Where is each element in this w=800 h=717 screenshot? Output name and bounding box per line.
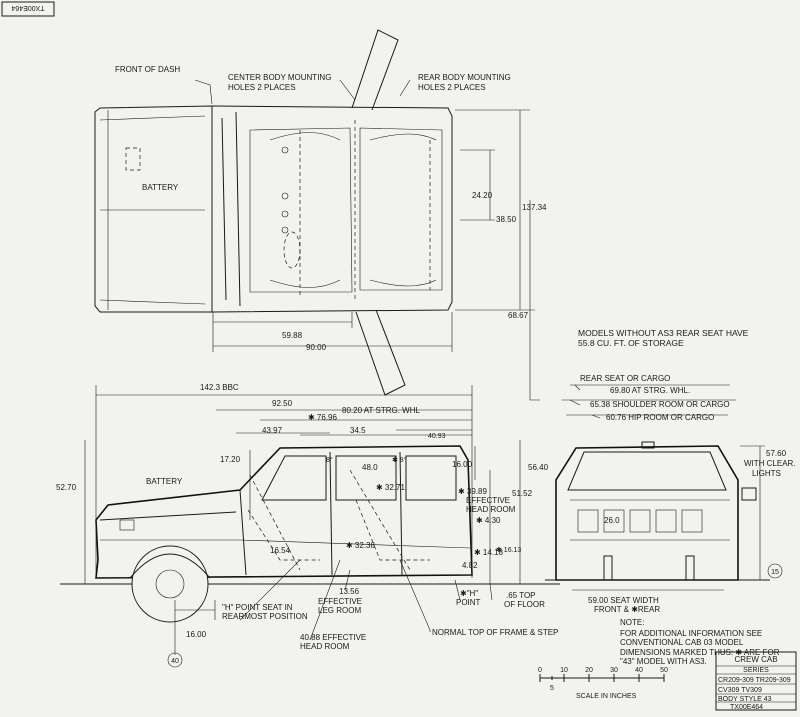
seat-width-line2: FRONT & ✱REAR bbox=[594, 605, 660, 614]
dim-68-67: 68.67 bbox=[508, 311, 529, 320]
dim-51-52: 51.52 bbox=[512, 489, 533, 498]
note-line-1: FOR ADDITIONAL INFORMATION SEE bbox=[620, 629, 762, 638]
dim-90-00: 90.00 bbox=[306, 343, 327, 352]
title-row2: CV309 TV309 bbox=[718, 687, 762, 694]
dim-56-40: 56.40 bbox=[528, 463, 549, 472]
dim-40-93: 40.93 bbox=[428, 433, 446, 440]
dim-32-71: ✱ 32.71 bbox=[376, 483, 405, 492]
top-of-floor-line1: .65 TOP bbox=[506, 591, 536, 600]
dim-59-88: 59.88 bbox=[282, 331, 303, 340]
dim-60-76: 60.76 HIP ROOM OR CARGO bbox=[606, 413, 714, 422]
note-title: NOTE: bbox=[620, 618, 644, 627]
scale-tick-40: 40 bbox=[635, 667, 643, 674]
title-code: TX00E464 bbox=[730, 704, 763, 711]
scale-bar: 0 10 20 30 40 50 5 SCALE IN INCHES bbox=[538, 667, 668, 700]
dim-4-30: ✱ 4.30 bbox=[476, 516, 501, 525]
dim-43-97: 43.97 bbox=[262, 426, 283, 435]
dim-38-50: 38.50 bbox=[496, 215, 517, 224]
dim-16-00-vertical: 16.00 bbox=[452, 460, 473, 469]
dim-16-13: ✱ 16.13 bbox=[496, 546, 521, 554]
drawing-id-text: TX00E464 bbox=[11, 4, 44, 11]
angle-8-front: 8° bbox=[326, 456, 333, 464]
h-point-line2: POINT bbox=[456, 598, 481, 607]
effective-head-room-b-line2: HEAD ROOM bbox=[300, 642, 350, 651]
storage-note-line2: 55.8 CU. FT. OF STORAGE bbox=[578, 338, 684, 348]
center-body-mounting-line1: CENTER BODY MOUNTING bbox=[228, 73, 331, 82]
scale-tick-30: 30 bbox=[610, 667, 618, 674]
h-point-seat-line1: "H" POINT SEAT IN bbox=[222, 603, 293, 612]
dim-17-20: 17.20 bbox=[220, 455, 241, 464]
note-line-2: CONVENTIONAL CAB 03 MODEL bbox=[620, 638, 744, 647]
note-line-4: "43" MODEL WITH AS3. bbox=[620, 657, 707, 666]
dim-69-80: 69.80 AT STRG. WHL. bbox=[610, 386, 690, 395]
dim-48-0: 48.0 bbox=[362, 463, 378, 472]
dim-65-38: 65.38 SHOULDER ROOM OR CARGO bbox=[590, 400, 730, 409]
dim-13-56: 13.56 bbox=[339, 587, 360, 596]
side-view bbox=[60, 385, 560, 668]
scale-tick-0: 0 bbox=[538, 667, 542, 674]
dim-76-96: ✱ 76.96 bbox=[308, 413, 337, 422]
angle-8-rear: ✱ 8° bbox=[392, 456, 407, 464]
h-point-line1: ✱"H" bbox=[460, 589, 478, 598]
rear-body-mounting-line2: HOLES 2 PLACES bbox=[418, 83, 486, 92]
dim-34-5: 34.5 bbox=[350, 426, 366, 435]
note-line-3: DIMENSIONS MARKED THUS: ✱ ARE FOR bbox=[620, 648, 780, 657]
seat-width-line1: 59.00 SEAT WIDTH bbox=[588, 596, 659, 605]
note-block: NOTE: FOR ADDITIONAL INFORMATION SEE CON… bbox=[620, 618, 780, 666]
frame-step-label: NORMAL TOP OF FRAME & STEP bbox=[432, 628, 558, 637]
scale-label: SCALE IN INCHES bbox=[576, 693, 637, 700]
title-body-style: BODY STYLE 43 bbox=[718, 696, 772, 703]
scale-tick-50: 50 bbox=[660, 667, 668, 674]
dim-57-60-line3: LIGHTS bbox=[752, 469, 781, 478]
dim-92-50: 92.50 bbox=[272, 399, 293, 408]
h-point-seat-line2: REARMOST POSITION bbox=[222, 612, 308, 621]
scale-tick-20: 20 bbox=[585, 667, 593, 674]
title-row1: CR209-309 TR209-309 bbox=[718, 677, 791, 684]
dim-16-00-horizontal: 16.00 bbox=[186, 630, 207, 639]
scale-tick-5: 5 bbox=[550, 685, 554, 692]
title-cab: CREW CAB bbox=[734, 655, 777, 664]
dim-57-60-line1: 57.60 bbox=[766, 449, 787, 458]
drawing-id-stamp: TX00E464 bbox=[1, 1, 55, 17]
callout-40: 40 bbox=[171, 658, 179, 665]
dim-80-20: 80.20 AT STRG. WHL bbox=[342, 406, 421, 415]
dim-52-70: 52.70 bbox=[56, 483, 77, 492]
dim-16-54: 16.54 bbox=[270, 546, 291, 555]
rear-body-mounting-line1: REAR BODY MOUNTING bbox=[418, 73, 511, 82]
dim-39-89: ✱ 39.89 bbox=[458, 487, 487, 496]
storage-note-line1: MODELS WITHOUT AS3 REAR SEAT HAVE bbox=[578, 328, 749, 338]
dim-4-82: 4.82 bbox=[462, 561, 478, 570]
dim-142-3-bbc: 142.3 BBC bbox=[200, 383, 239, 392]
center-body-mounting-line2: HOLES 2 PLACES bbox=[228, 83, 296, 92]
dim-137-34: 137.34 bbox=[522, 203, 547, 212]
top-battery-label: BATTERY bbox=[142, 183, 179, 192]
front-of-dash-label: FRONT OF DASH bbox=[115, 65, 180, 74]
scale-tick-10: 10 bbox=[560, 667, 568, 674]
dim-14-18: ✱ 14.18 bbox=[474, 548, 503, 557]
effective-head-room-2: HEAD ROOM bbox=[466, 505, 516, 514]
dim-32-38: ✱ 32.38 bbox=[346, 541, 375, 550]
dim-24-20: 24.20 bbox=[472, 191, 493, 200]
effective-head-room-b-line1: 40.88 EFFECTIVE bbox=[300, 633, 366, 642]
rear-seat-cargo-label: REAR SEAT OR CARGO bbox=[580, 374, 670, 383]
effective-head-room-1: EFFECTIVE bbox=[466, 496, 510, 505]
dim-57-60-line2: WITH CLEAR. bbox=[744, 459, 796, 468]
dim-26-0: 26.0 bbox=[604, 516, 620, 525]
top-of-floor-line2: OF FLOOR bbox=[504, 600, 545, 609]
callout-15: 15 bbox=[771, 569, 779, 576]
top-view bbox=[94, 29, 540, 401]
rear-view bbox=[545, 384, 783, 591]
title-block: CREW CAB SERIES CR209-309 TR209-309 CV30… bbox=[715, 651, 797, 711]
side-battery-label: BATTERY bbox=[146, 477, 183, 486]
effective-leg-room-line1: EFFECTIVE bbox=[318, 597, 362, 606]
title-series: SERIES bbox=[743, 667, 769, 674]
effective-leg-room-line2: LEG ROOM bbox=[318, 606, 361, 615]
